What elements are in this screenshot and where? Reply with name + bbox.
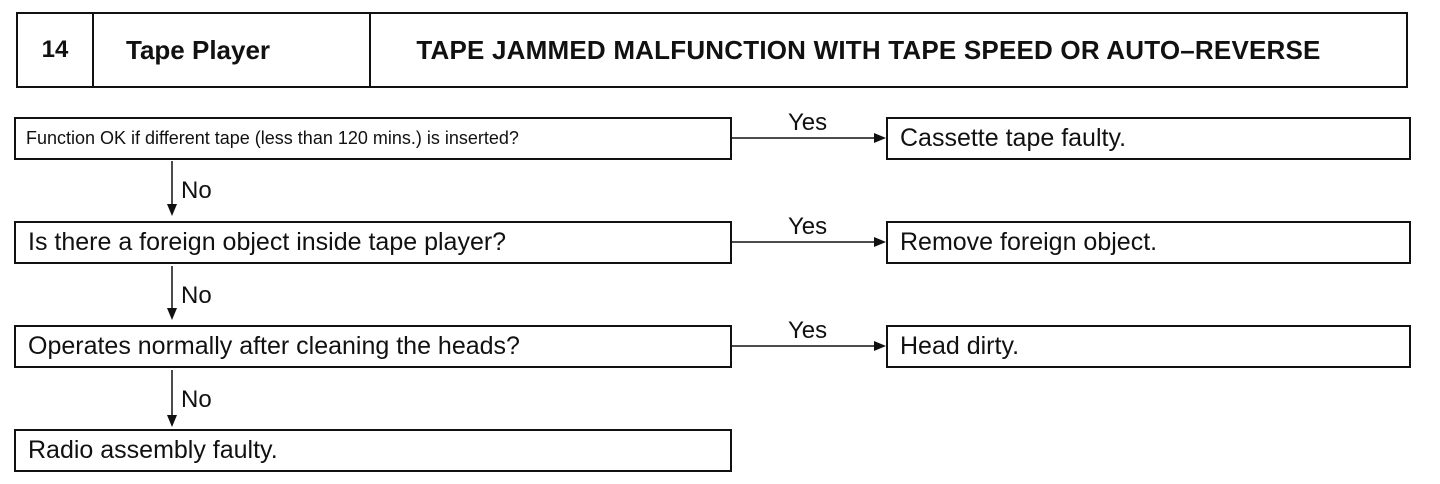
no-label-1: No [181, 177, 212, 204]
yes-label-3: Yes [788, 317, 828, 344]
yes-arrowhead-2 [874, 237, 886, 247]
yes-label-1: Yes [788, 109, 828, 136]
yes-arrowhead-1 [874, 133, 886, 143]
yes-label-2: Yes [788, 213, 828, 240]
diagnostic-header: 14 Tape Player TAPE JAMMED MALFUNCTION W… [16, 12, 1408, 88]
no-label-2: No [181, 282, 212, 309]
yes-arrowhead-3 [874, 341, 886, 351]
chart-number: 14 [18, 14, 94, 86]
result-box-2: Remove foreign object. [886, 221, 1411, 264]
result-box-3: Head dirty. [886, 325, 1411, 368]
problem-title: TAPE JAMMED MALFUNCTION WITH TAPE SPEED … [416, 34, 1321, 65]
no-arrowhead-1 [167, 204, 177, 216]
question-box-1: Function OK if different tape (less than… [14, 117, 732, 160]
system-name: Tape Player [94, 14, 371, 86]
no-arrowhead-3 [167, 415, 177, 427]
question-box-3: Operates normally after cleaning the hea… [14, 325, 732, 368]
final-result-box: Radio assembly faulty. [14, 429, 732, 472]
no-label-3: No [181, 386, 212, 413]
result-box-1: Cassette tape faulty. [886, 117, 1411, 160]
no-arrowhead-2 [167, 308, 177, 320]
question-box-2: Is there a foreign object inside tape pl… [14, 221, 732, 264]
